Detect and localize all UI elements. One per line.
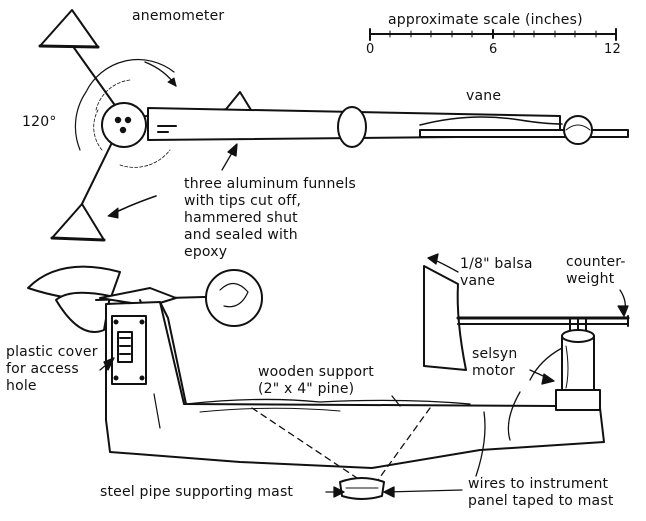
balsa-vane-label: 1/8" balsa vane: [460, 256, 533, 289]
funnels-note: three aluminum funnels with tips cut off…: [184, 176, 356, 260]
scale-tick-0: 0: [366, 42, 375, 57]
plastic-cover-label: plastic cover for access hole: [6, 344, 98, 394]
scale-tick-12: 12: [604, 42, 621, 57]
rotation-arcs: [74, 58, 177, 219]
wooden-base: [105, 301, 605, 469]
support-top-view: [147, 106, 629, 148]
scale-bar: [369, 28, 617, 41]
wires-label: wires to instrument panel taped to mast: [468, 476, 614, 509]
anemometer-label: anemometer: [132, 8, 225, 24]
selsyn-motor-drawing: [507, 317, 601, 441]
side-leaders: [99, 253, 629, 498]
wooden-support-label: wooden support (2" x 4" pine): [258, 364, 374, 397]
counterweight-label: counter- weight: [566, 254, 626, 287]
scale-tick-6: 6: [489, 42, 498, 57]
balsa-vane: [423, 265, 630, 371]
funnels-leader: [221, 143, 238, 171]
anemometer-side-view: [27, 265, 263, 333]
selsyn-motor-label: selsyn motor: [472, 346, 518, 379]
scale-title: approximate scale (inches): [388, 12, 583, 28]
mast-dashed-lines: [251, 407, 431, 481]
mast-foot: [339, 477, 385, 500]
angle-label: 120°: [22, 114, 57, 130]
vane-label: vane: [466, 88, 502, 104]
steel-pipe-label: steel pipe supporting mast: [100, 484, 294, 500]
